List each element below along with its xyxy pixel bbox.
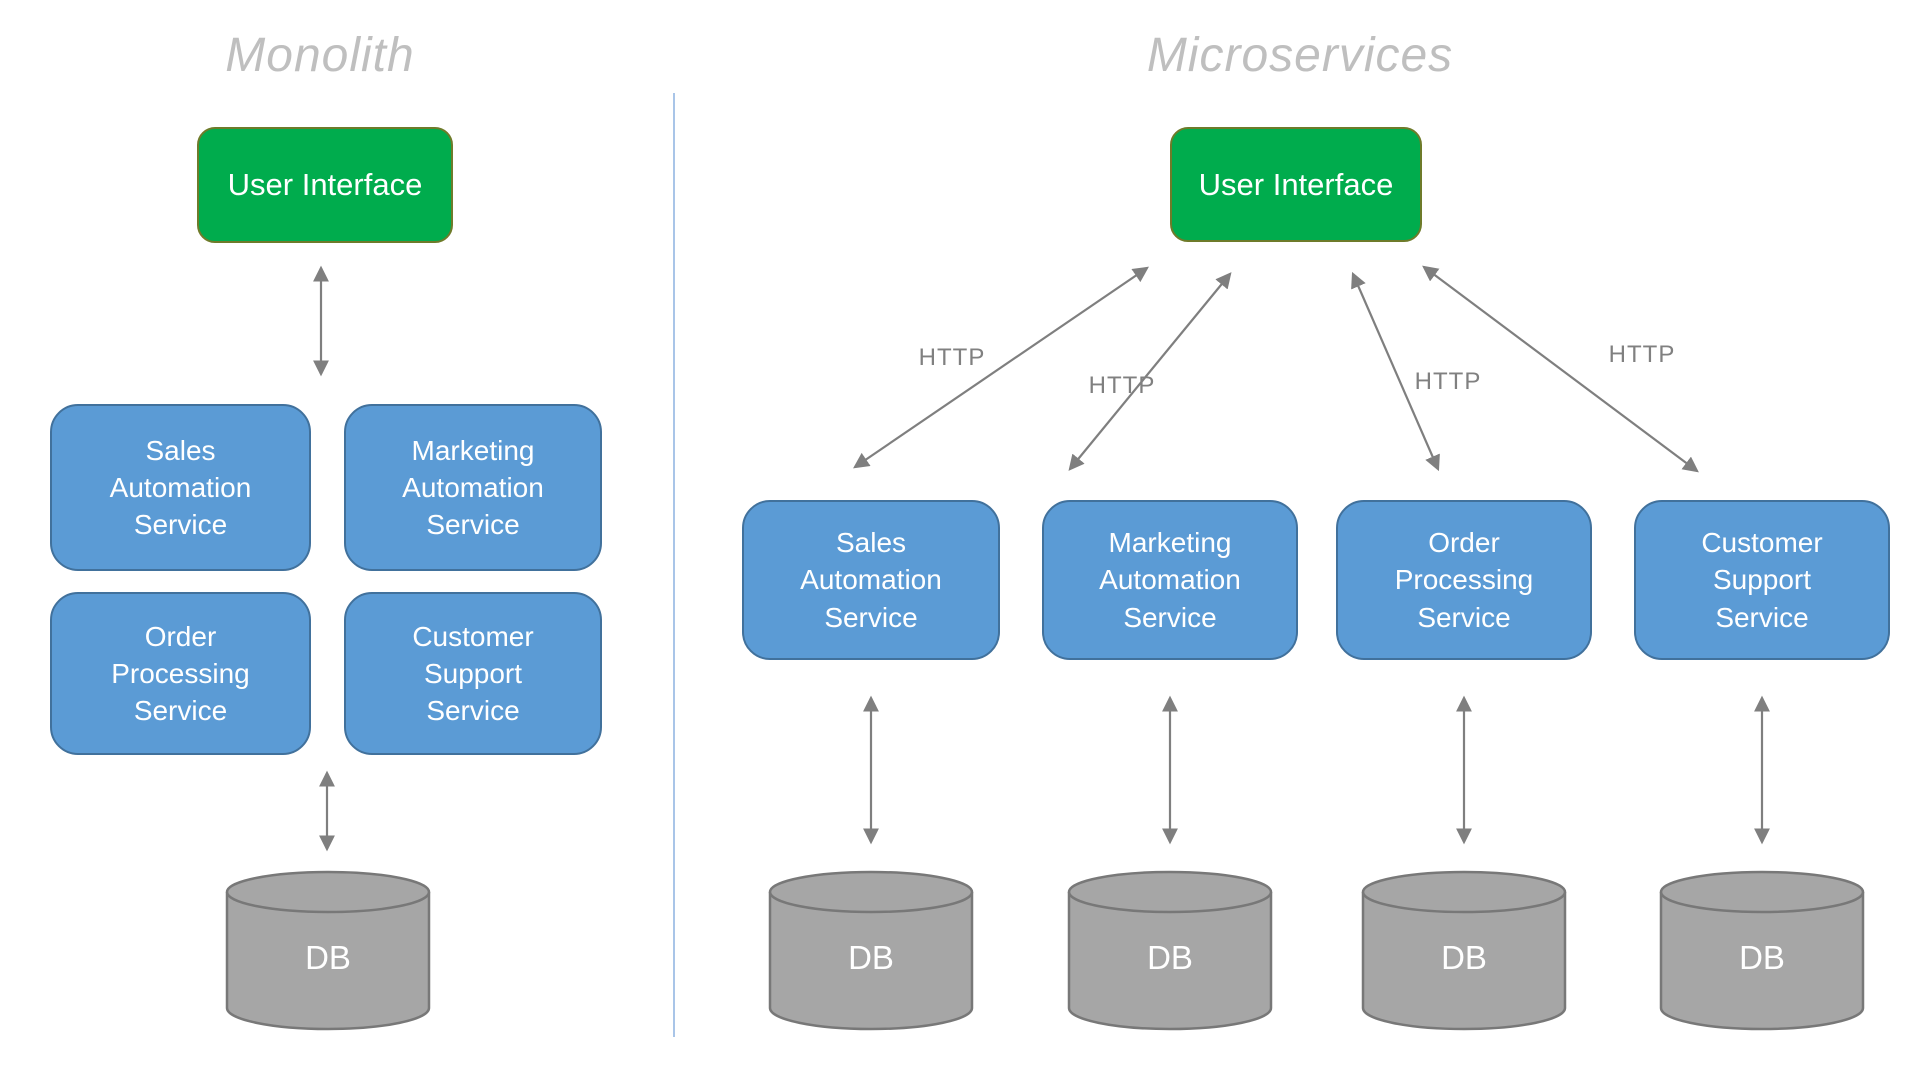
panel-title-microservices: Microservices <box>1146 29 1454 82</box>
db-cylinder-marketing: DB <box>1066 869 1274 1031</box>
service-box-sales-micro: Sales Automation Service <box>742 500 1000 660</box>
service-box-order-micro: Order Processing Service <box>1336 500 1592 660</box>
service-label-line: Marketing <box>1108 527 1232 559</box>
service-label-line: Customer <box>412 620 534 652</box>
service-label-line: Service <box>1417 601 1511 633</box>
db-label: DB <box>1147 939 1193 976</box>
http-label-sales: HTTP <box>918 344 986 371</box>
service-label-line: Service <box>426 695 520 727</box>
service-label-line: Automation <box>800 564 942 596</box>
service-label-line: Automation <box>1099 564 1241 596</box>
ui-box-microservices-label: User Interface <box>1198 166 1394 202</box>
database-cylinder-icon <box>1659 870 1865 1031</box>
http-label-order: HTTP <box>1414 368 1482 395</box>
service-label-line: Sales <box>145 434 216 466</box>
http-label-marketing: HTTP <box>1088 372 1156 399</box>
db-cylinder-customer: DB <box>1658 869 1866 1031</box>
service-label-line: Processing <box>111 657 250 689</box>
db-label: DB <box>305 939 351 976</box>
service-box-marketing-monolith: Marketing Automation Service <box>344 404 602 571</box>
service-label-line: Support <box>423 657 523 689</box>
database-cylinder-icon <box>225 870 431 1031</box>
service-label-line: Service <box>1123 601 1217 633</box>
service-box-customer-micro: Customer Support Service <box>1634 500 1890 660</box>
service-label-line: Service <box>133 509 228 541</box>
db-label: DB <box>1739 939 1785 976</box>
database-cylinder-icon <box>768 870 974 1031</box>
service-box-marketing-micro: Marketing Automation Service <box>1042 500 1298 660</box>
ui-box-monolith-label: User Interface <box>227 167 423 202</box>
db-cylinder-monolith: DB <box>224 869 432 1031</box>
service-label-line: Service <box>1715 601 1809 633</box>
service-label-line: Service <box>133 695 228 727</box>
db-cylinder-sales: DB <box>767 869 975 1031</box>
service-label-line: Sales <box>835 527 907 559</box>
service-label-line: Service <box>426 509 520 541</box>
arrow-http-ui-customer <box>1422 265 1699 473</box>
db-label: DB <box>1441 939 1487 976</box>
database-cylinder-icon <box>1067 870 1273 1031</box>
service-box-customer-monolith: Customer Support Service <box>344 592 602 755</box>
panel-title-monolith: Monolith <box>225 29 415 82</box>
db-cylinder-order: DB <box>1360 869 1568 1031</box>
service-label-line: Support <box>1712 564 1812 596</box>
ui-box-monolith: User Interface <box>197 127 453 243</box>
ui-box-microservices: User Interface <box>1170 127 1422 242</box>
db-label: DB <box>848 939 894 976</box>
service-box-sales-monolith: Sales Automation Service <box>50 404 311 571</box>
service-label-line: Order <box>1428 527 1500 559</box>
database-cylinder-icon <box>1361 870 1567 1031</box>
service-box-order-monolith: Order Processing Service <box>50 592 311 755</box>
arrow-http-ui-marketing <box>1068 272 1232 471</box>
service-label-line: Processing <box>1394 564 1534 596</box>
arrow-http-ui-sales <box>853 266 1149 469</box>
service-label-line: Automation <box>109 471 252 503</box>
http-label-customer: HTTP <box>1608 341 1676 368</box>
service-label-line: Customer <box>1701 527 1823 559</box>
service-label-line: Marketing <box>411 434 535 466</box>
service-label-line: Order <box>144 620 217 652</box>
service-label-line: Service <box>824 601 918 633</box>
service-label-line: Automation <box>402 471 544 503</box>
